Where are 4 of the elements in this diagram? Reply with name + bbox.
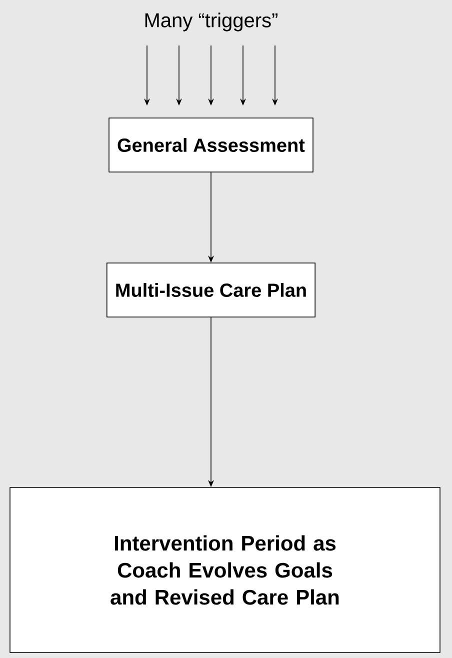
process-box: Multi-Issue Care Plan <box>106 262 316 318</box>
process-box: General Assessment <box>108 118 314 172</box>
heading-text: Many “triggers” <box>145 12 278 32</box>
process-box: Intervention Period as Coach Evolves Goals and Revised Care Plan <box>10 487 440 653</box>
